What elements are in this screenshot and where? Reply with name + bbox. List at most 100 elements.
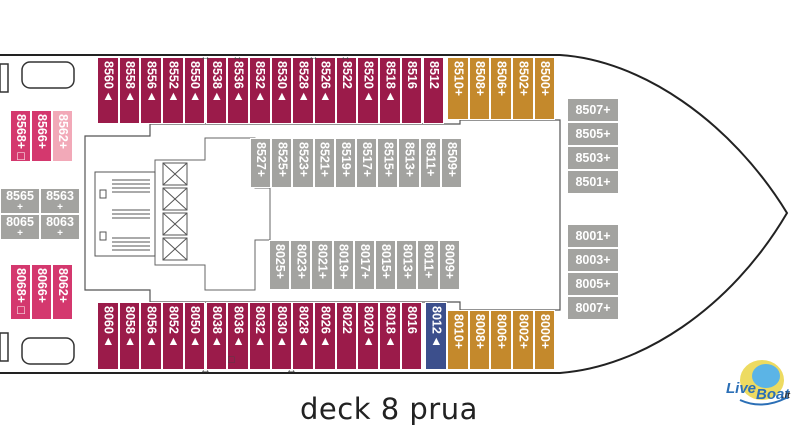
cabin-bow-column[interactable]: 8001+ — [567, 224, 619, 248]
cabin-number: 8016 — [405, 306, 420, 334]
cabin-inner-top[interactable]: 8515+ — [377, 138, 399, 188]
cabin-top-maroon[interactable]: 8536▲ — [227, 57, 249, 124]
cabin-top-orange[interactable]: 8506+ — [490, 57, 513, 120]
cabin-number: 8062+ — [56, 268, 70, 304]
cabin-bottom-maroon[interactable]: 8026▲ — [314, 302, 336, 370]
cabin-left-bottom-pink[interactable]: 8068+□ — [10, 264, 31, 320]
cabin-bottom-orange[interactable]: 8008+ — [468, 310, 491, 370]
cabin-number: 8507+ — [575, 102, 611, 117]
cabin-number: 8050▲ — [188, 306, 203, 348]
cabin-bow-column[interactable]: 8003+ — [567, 248, 619, 272]
cabin-bottom-maroon[interactable]: 8036▲ — [227, 302, 249, 370]
cabin-inner-bottom[interactable]: 8023+ — [290, 240, 312, 290]
cabin-top-maroon[interactable]: 8516 — [400, 57, 423, 124]
cabin-bottom-orange[interactable]: 8000+ — [533, 310, 556, 370]
cabin-number: 8052▲ — [166, 306, 181, 348]
cabin-top-maroon[interactable]: 8556▲ — [140, 57, 163, 124]
cabin-inner-top[interactable]: 8509+ — [440, 138, 462, 188]
cabin-inner-top[interactable]: 8521+ — [313, 138, 335, 188]
cabin-bottom-maroon[interactable]: 8056▲ — [140, 302, 163, 370]
cabin-inner-top[interactable]: 8517+ — [356, 138, 378, 188]
cabin-mark: + — [17, 228, 23, 239]
cabin-inner-top[interactable]: 8511+ — [419, 138, 441, 188]
cabin-number: 8513+ — [402, 142, 417, 178]
cabin-number: 8550▲ — [188, 61, 203, 103]
cabin-bottom-maroon[interactable]: 8020▲ — [357, 302, 380, 370]
cabin-left-gray[interactable]: 8563+ — [40, 188, 80, 214]
cabin-top-maroon[interactable]: 8538▲ — [205, 57, 228, 124]
cabin-number: 8032▲ — [253, 306, 268, 348]
cabin-top-maroon[interactable]: 8512 — [422, 57, 445, 124]
cabin-top-maroon[interactable]: 8532▲ — [248, 57, 271, 124]
cabin-top-maroon[interactable]: 8552▲ — [162, 57, 184, 124]
elevators — [162, 162, 188, 261]
cabin-inner-bottom[interactable]: 8025+ — [269, 240, 291, 290]
cabin-number: 8012▲ — [429, 306, 444, 348]
cabin-left-top-pink[interactable]: 8562+ — [52, 110, 73, 162]
cabin-top-orange[interactable]: 8500+ — [533, 57, 556, 120]
cabin-bow-column[interactable]: 8503+ — [567, 146, 619, 170]
cabin-left-gray[interactable]: 8065+ — [0, 214, 40, 240]
cabin-top-maroon[interactable]: 8528▲ — [292, 57, 314, 124]
cabin-top-orange[interactable]: 8508+ — [468, 57, 491, 120]
cabin-inner-bottom[interactable]: 8017+ — [353, 240, 375, 290]
cabin-top-maroon[interactable]: 8526▲ — [314, 57, 336, 124]
cabin-top-maroon[interactable]: 8520▲ — [357, 57, 380, 124]
cabin-top-maroon[interactable]: 8518▲ — [379, 57, 401, 124]
logo-word-live: Live — [726, 380, 757, 397]
cabin-bottom-maroon[interactable]: 8050▲ — [183, 302, 206, 370]
cabin-inner-top[interactable]: 8523+ — [292, 138, 314, 188]
cabin-bottom-maroon[interactable]: 8032▲ — [248, 302, 271, 370]
cabin-left-bottom-pink[interactable]: 8066+ — [31, 264, 52, 320]
cabin-left-bottom-pink[interactable]: 8062+ — [52, 264, 73, 320]
cabin-bow-column[interactable]: 8507+ — [567, 98, 619, 122]
cabin-number: 8520▲ — [361, 61, 376, 103]
cabin-top-maroon[interactable]: 8550▲ — [183, 57, 206, 124]
cabin-inner-top[interactable]: 8513+ — [398, 138, 420, 188]
cabin-bottom-orange[interactable]: 8010+ — [447, 310, 469, 370]
cabin-bottom-maroon[interactable]: 8052▲ — [162, 302, 184, 370]
cabin-bow-column[interactable]: 8501+ — [567, 170, 619, 194]
cabin-bottom-maroon[interactable]: 8016 — [400, 302, 423, 370]
cabin-inner-bottom[interactable]: 8021+ — [311, 240, 333, 290]
cabin-left-top-pink[interactable]: 8568+□ — [10, 110, 31, 163]
cabin-bottom-navy[interactable]: 8012▲ — [425, 302, 447, 370]
cabin-bottom-maroon[interactable]: 8058▲ — [118, 302, 141, 370]
cabin-number: 8528▲ — [296, 61, 311, 103]
cabin-bottom-maroon[interactable]: 8060▲ — [97, 302, 119, 370]
cabin-inner-top[interactable]: 8527+ — [250, 138, 272, 188]
cabin-number: 8509+ — [444, 142, 459, 178]
connecting-arrow-icon: ↔ — [308, 51, 319, 63]
cabin-bow-column[interactable]: 8505+ — [567, 122, 619, 146]
cabin-bottom-maroon[interactable]: 8022 — [335, 302, 358, 370]
cabin-inner-bottom[interactable]: 8015+ — [375, 240, 397, 290]
cabin-bottom-orange[interactable]: 8006+ — [490, 310, 513, 370]
cabin-top-maroon[interactable]: 8560▲ — [97, 57, 119, 124]
cabin-number: 8013+ — [400, 244, 415, 280]
cabin-inner-bottom[interactable]: 8009+ — [438, 240, 460, 290]
cabin-inner-bottom[interactable]: 8019+ — [332, 240, 354, 290]
logo-tld: .it — [782, 390, 790, 400]
cabin-left-top-pink[interactable]: 8566+ — [31, 110, 52, 162]
cabin-left-gray[interactable]: 8565+ — [0, 188, 40, 214]
cabin-bow-column[interactable]: 8007+ — [567, 296, 619, 320]
cabin-inner-bottom[interactable]: 8011+ — [417, 240, 439, 290]
cabin-inner-top[interactable]: 8519+ — [334, 138, 356, 188]
cabin-top-maroon[interactable]: 8558▲ — [118, 57, 141, 124]
cabin-left-gray[interactable]: 8063+ — [40, 214, 80, 240]
cabin-inner-bottom[interactable]: 8013+ — [396, 240, 418, 290]
cabin-number: 8030▲ — [274, 306, 289, 348]
cabin-number: 8066+ — [35, 268, 49, 304]
cabin-bow-column[interactable]: 8005+ — [567, 272, 619, 296]
cabin-top-orange[interactable]: 8510+ — [447, 57, 469, 120]
cabin-top-maroon[interactable]: 8530▲ — [270, 57, 293, 124]
cabin-top-maroon[interactable]: 8522 — [335, 57, 358, 124]
cabin-bottom-maroon[interactable]: 8028▲ — [292, 302, 314, 370]
cabin-bottom-orange[interactable]: 8002+ — [512, 310, 534, 370]
cabin-bottom-maroon[interactable]: 8038▲ — [205, 302, 228, 370]
cabin-bottom-maroon[interactable]: 8030▲ — [270, 302, 293, 370]
cabin-bottom-maroon[interactable]: 8018▲ — [379, 302, 401, 370]
cabin-number: 8510+ — [451, 61, 466, 97]
cabin-top-orange[interactable]: 8502+ — [512, 57, 534, 120]
cabin-inner-top[interactable]: 8525+ — [271, 138, 293, 188]
